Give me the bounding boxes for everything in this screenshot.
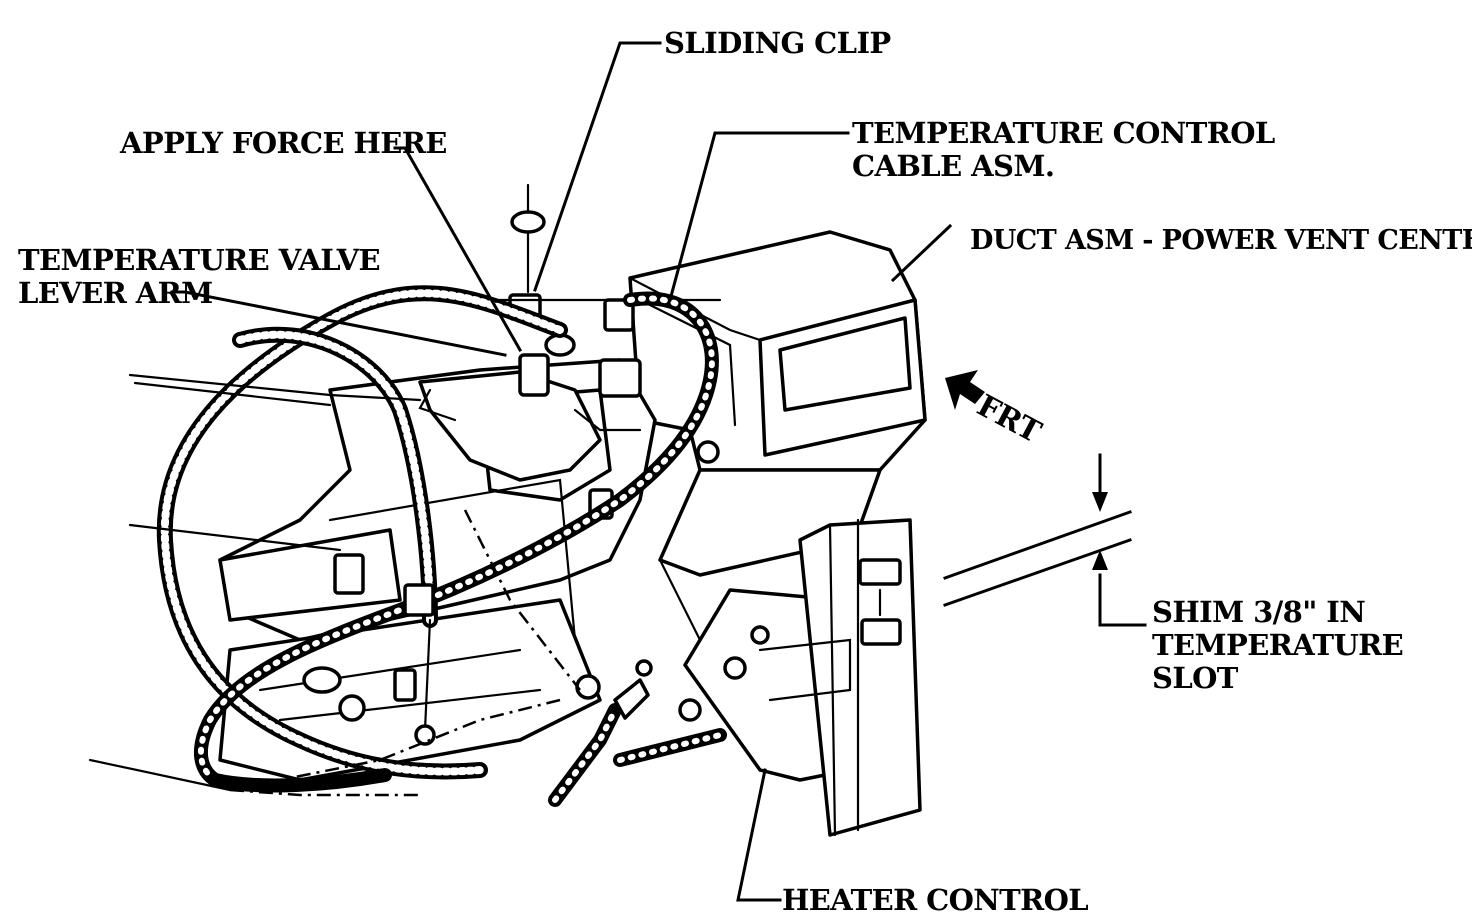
heater-control-label: HEATER CONTROL bbox=[782, 883, 1088, 914]
temperature-cable-label-line2: CABLE ASM. bbox=[852, 149, 1054, 183]
sliding-clip-label: SLIDING CLIP bbox=[664, 26, 891, 60]
front-arrow: FRT bbox=[945, 370, 1047, 451]
leader-lines bbox=[170, 41, 953, 902]
shim-label-line3: SLOT bbox=[1152, 661, 1239, 695]
temperature-valve-lever bbox=[418, 293, 722, 520]
temperature-valve-label-line2: LEVER ARM bbox=[18, 276, 213, 310]
shim-label-line1: SHIM 3/8" IN bbox=[1152, 595, 1365, 629]
labels: SLIDING CLIP APPLY FORCE HERE TEMPERATUR… bbox=[18, 26, 1472, 914]
temperature-control-cable bbox=[128, 285, 727, 807]
temperature-cable-label-line1: TEMPERATURE CONTROL bbox=[852, 116, 1275, 150]
heater-control bbox=[678, 518, 922, 837]
temperature-valve-label-line1: TEMPERATURE VALVE bbox=[18, 243, 380, 277]
apply-force-label: APPLY FORCE HERE bbox=[119, 126, 447, 160]
frt-label: FRT bbox=[971, 388, 1047, 451]
shim-label-line2: TEMPERATURE bbox=[1152, 628, 1403, 662]
duct-asm-label: DUCT ASM - POWER VENT CENTER bbox=[970, 225, 1472, 256]
shim-lines bbox=[943, 453, 1147, 627]
centerlines bbox=[88, 509, 581, 797]
fasteners bbox=[510, 183, 720, 720]
